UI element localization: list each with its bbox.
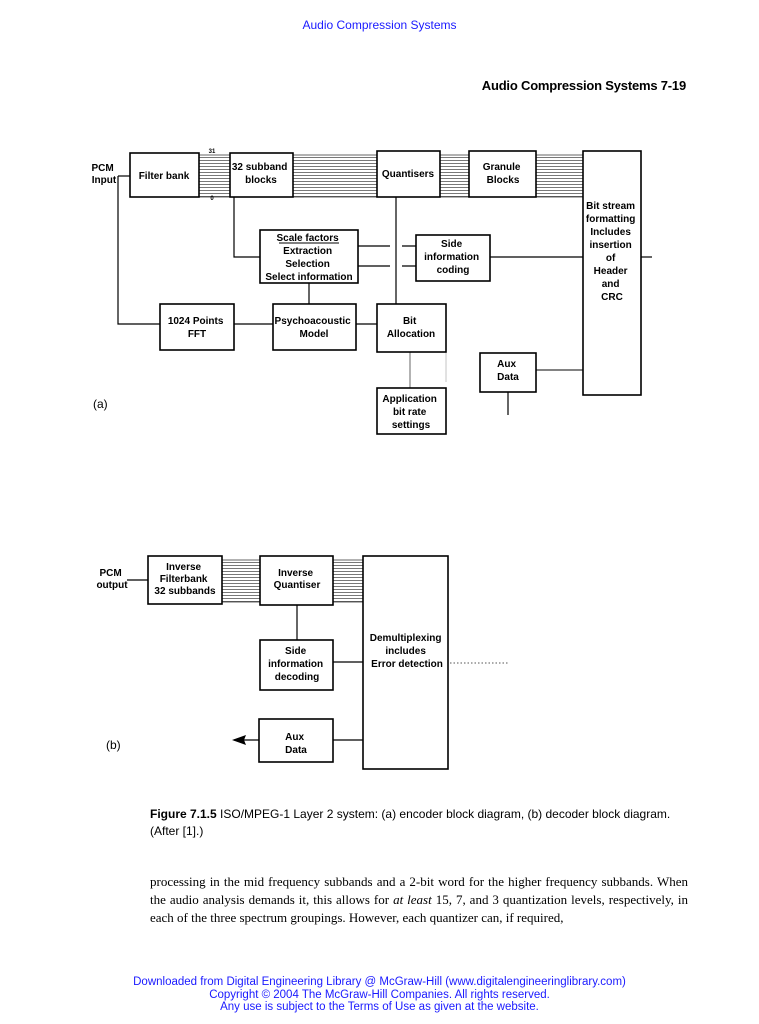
wire-scale-to-side bbox=[358, 245, 416, 267]
body-text-part1: processing in the mid frequency subbands… bbox=[150, 874, 688, 907]
wire-faint bbox=[445, 352, 583, 382]
app-settings-text: Application bit rate settings bbox=[382, 394, 439, 431]
body-emphasis: at least bbox=[393, 892, 432, 907]
side-info-decoding-text: Side information decoding bbox=[268, 646, 326, 683]
footer-line: Any use is subject to the Terms of Use a… bbox=[220, 1001, 539, 1013]
bus-bottom-label: 0 bbox=[210, 196, 214, 202]
granule-blocks-block bbox=[468, 150, 537, 198]
side-info-coding-text: Side information coding bbox=[424, 239, 482, 276]
page-footer: Downloaded from Digital Engineering Libr… bbox=[0, 976, 759, 1014]
footer-line: Copyright © 2004 The McGraw-Hill Compani… bbox=[209, 988, 550, 1001]
scale-factors-block bbox=[259, 229, 359, 284]
bit-allocation-text: Bit Allocation bbox=[387, 316, 435, 340]
side-info-coding-block bbox=[415, 234, 491, 282]
page-header: Audio Compression Systems bbox=[302, 18, 457, 32]
figure-number: Figure 7.1.5 bbox=[150, 807, 217, 821]
bitstream-block bbox=[582, 150, 642, 396]
bit-allocation-block bbox=[376, 303, 447, 353]
app-settings-block bbox=[376, 387, 447, 435]
bus-quant-to-granule bbox=[439, 154, 470, 198]
bus-granule-to-bitstream bbox=[535, 154, 584, 198]
quantisers-text: Quantisers bbox=[382, 169, 435, 180]
pcm-input-label: PCM Input bbox=[91, 163, 116, 186]
demux-text: Demultiplexing includes Error detection bbox=[370, 633, 444, 670]
scale-factors-text: Scale factors Extraction Selection Selec… bbox=[265, 233, 352, 283]
granule-blocks-text: Granule Blocks bbox=[483, 162, 524, 186]
bus-subband-to-quant bbox=[292, 154, 378, 198]
bus-filter-to-subband bbox=[198, 154, 231, 198]
aux-data-text: Aux Data bbox=[497, 359, 519, 383]
fft-block bbox=[159, 303, 235, 351]
demux-block bbox=[362, 555, 449, 770]
psychoacoustic-block bbox=[272, 303, 357, 351]
aux-data-decoder-text: Aux Data bbox=[285, 732, 307, 756]
panel-label-b: (b) bbox=[106, 738, 121, 752]
footer-line[interactable]: Downloaded from Digital Engineering Libr… bbox=[133, 976, 626, 988]
quantisers-block bbox=[376, 150, 441, 198]
wire-subband-to-scale bbox=[233, 197, 260, 258]
side-info-decoding-block bbox=[259, 639, 334, 691]
bus-iq-to-ifb bbox=[221, 559, 261, 603]
aux-data-decoder-block bbox=[258, 718, 334, 763]
aux-data-block bbox=[479, 352, 537, 393]
inverse-filterbank-text: Inverse Filterbank 32 subbands bbox=[154, 562, 216, 597]
inverse-quantiser-block bbox=[259, 555, 334, 606]
panel-label-a: (a) bbox=[93, 397, 108, 411]
wire-input-to-fft bbox=[117, 176, 160, 325]
filter-bank-text: Filter bank bbox=[139, 171, 190, 182]
body-paragraph: processing in the mid frequency subbands… bbox=[150, 873, 688, 927]
running-head: Audio Compression Systems 7-19 bbox=[481, 78, 686, 93]
inverse-filterbank-block bbox=[147, 555, 223, 605]
bus-top-label: 31 bbox=[209, 149, 216, 155]
psychoacoustic-text: Psychoacoustic Model bbox=[275, 316, 354, 340]
pcm-output-label: PCM output bbox=[96, 568, 128, 591]
bus-demux-to-iq bbox=[332, 559, 364, 603]
subband-blocks-text: 32 subband blocks bbox=[232, 162, 290, 186]
bitstream-text: Bit stream formatting Includes insertion… bbox=[586, 201, 638, 303]
inverse-quantiser-text: Inverse Quantiser bbox=[274, 568, 321, 591]
filter-bank-block bbox=[129, 152, 200, 198]
figure-caption: Figure 7.1.5 ISO/MPEG-1 Layer 2 system: … bbox=[150, 806, 695, 840]
body-text-part2: 15, 7, and 3 quantization levels, respec… bbox=[150, 892, 689, 925]
subband-blocks-block bbox=[229, 152, 294, 198]
fft-text: 1024 Points FFT bbox=[168, 316, 226, 340]
arrow-aux-out-icon bbox=[232, 735, 246, 745]
caption-text: ISO/MPEG-1 Layer 2 system: (a) encoder b… bbox=[150, 807, 671, 838]
